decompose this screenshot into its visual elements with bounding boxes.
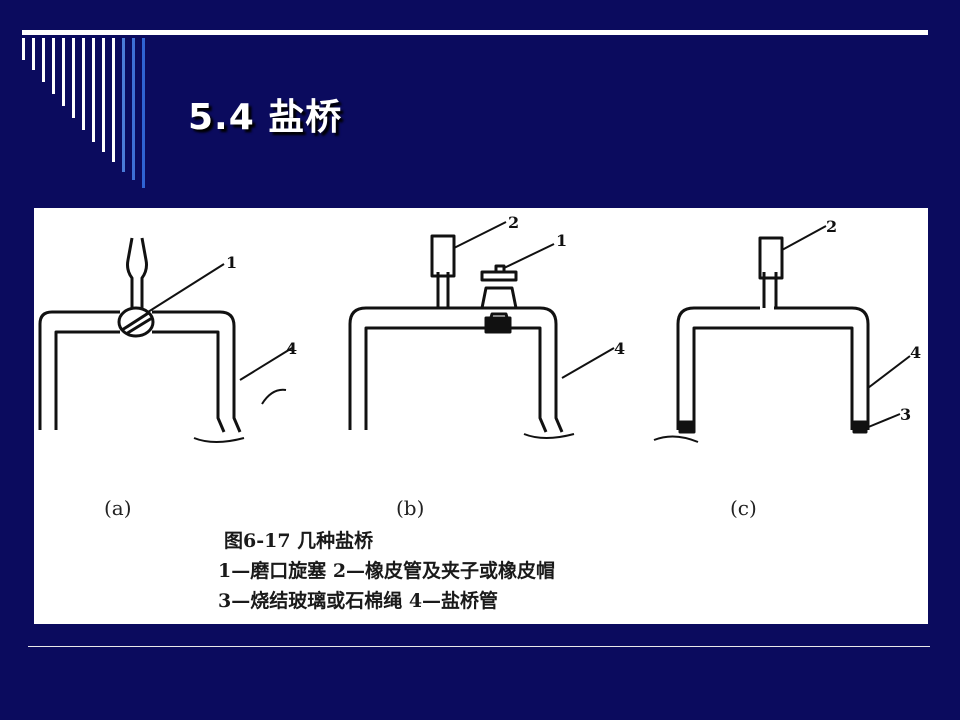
bridge-c — [653, 225, 911, 443]
label-b-1: 1 — [556, 231, 567, 250]
bridge-b — [348, 221, 615, 439]
caption-title: 图6-17 几种盐桥 — [224, 530, 374, 552]
decorative-stripes — [22, 38, 162, 198]
top-rule — [22, 30, 928, 35]
label-b-4: 4 — [614, 339, 625, 358]
caption-line-1: 1—磨口旋塞 2—橡皮管及夹子或橡皮帽 — [218, 560, 556, 582]
label-a-4: 4 — [286, 339, 297, 358]
label-c-4: 4 — [910, 343, 921, 362]
bottom-rule — [28, 646, 930, 647]
salt-bridge-figure: 1 4 2 1 4 2 4 3 (a) (b) (c) 图6-17 几种盐桥 1… — [34, 208, 928, 624]
salt-bridge-diagram: 1 4 2 1 4 2 4 3 — [38, 213, 921, 443]
label-a-1: 1 — [226, 253, 237, 272]
label-b-2: 2 — [508, 213, 519, 232]
label-c-2: 2 — [826, 217, 837, 236]
sublabel-a: (a) — [104, 496, 132, 520]
caption-line-2: 3—烧结玻璃或石棉绳 4—盐桥管 — [218, 590, 499, 612]
sublabel-b: (b) — [396, 496, 425, 520]
sublabel-c: (c) — [730, 496, 757, 520]
label-c-3: 3 — [900, 405, 911, 424]
figure-caption: 图6-17 几种盐桥 1—磨口旋塞 2—橡皮管及夹子或橡皮帽 3—烧结玻璃或石棉… — [218, 526, 555, 616]
bridge-a — [38, 237, 293, 443]
slide-title: 5.4 盐桥 — [188, 97, 343, 138]
